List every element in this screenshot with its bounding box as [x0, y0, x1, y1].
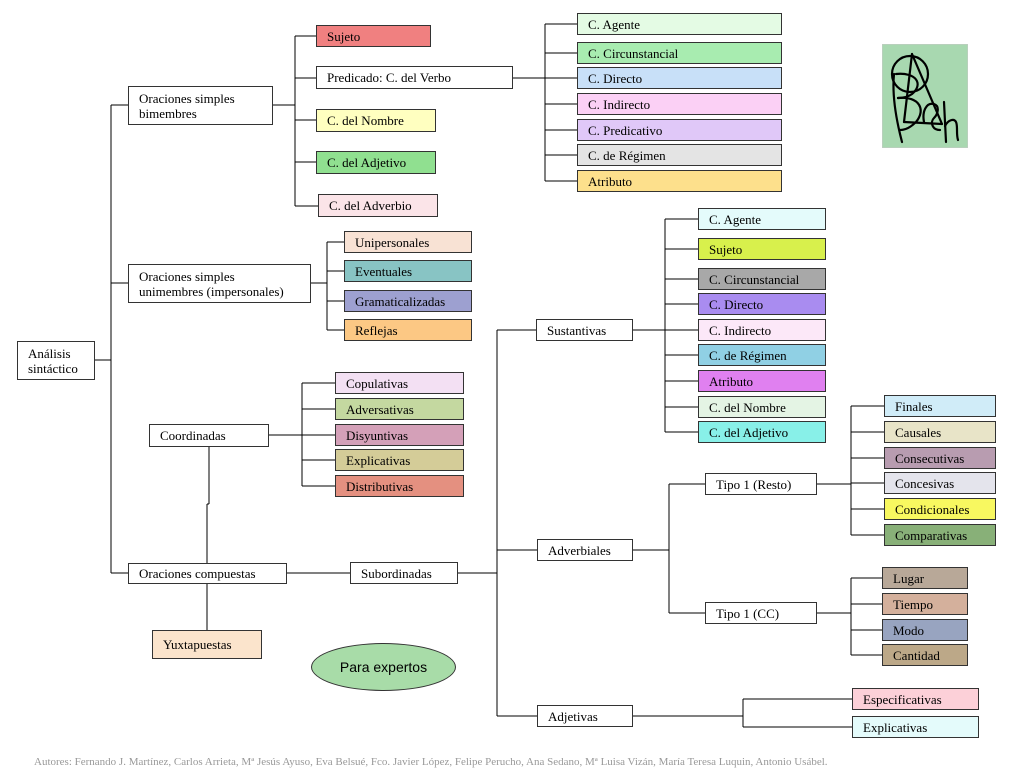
especificativas-node: Especificativas: [852, 688, 979, 710]
verbo-agente-node: C. Agente: [577, 13, 782, 35]
sust-indirecto-node: C. Indirecto: [698, 319, 826, 341]
cantidad-node: Cantidad: [882, 644, 968, 666]
root-node: Análisis sintáctico: [17, 341, 95, 380]
para-expertos-button[interactable]: Para expertos: [311, 643, 456, 691]
lugar-node: Lugar: [882, 567, 968, 589]
sust-adjetivo-node: C. del Adjetivo: [698, 421, 826, 443]
compuestas-node: Oraciones compuestas: [128, 563, 287, 584]
sujeto-node: Sujeto: [316, 25, 431, 47]
eventuales-node: Eventuales: [344, 260, 472, 282]
tiempo-node: Tiempo: [882, 593, 968, 615]
verbo-atributo-node: Atributo: [577, 170, 782, 192]
finales-node: Finales: [884, 395, 996, 417]
c-adjetivo-node: C. del Adjetivo: [316, 151, 436, 174]
sust-agente-node: C. Agente: [698, 208, 826, 230]
adversativas-node: Adversativas: [335, 398, 464, 420]
simples-bimembres-node: Oraciones simples bimembres: [128, 86, 273, 125]
sust-circunstancial-node: C. Circunstancial: [698, 268, 826, 290]
verbo-predicativo-node: C. Predicativo: [577, 119, 782, 141]
condicionales-node: Condicionales: [884, 498, 996, 520]
c-nombre-node: C. del Nombre: [316, 109, 436, 132]
verbo-indirecto-node: C. Indirecto: [577, 93, 782, 115]
unipersonales-node: Unipersonales: [344, 231, 472, 253]
copulativas-node: Copulativas: [335, 372, 464, 394]
gramaticalizadas-node: Gramaticalizadas: [344, 290, 472, 312]
predicado-node: Predicado: C. del Verbo: [316, 66, 513, 89]
authors-credit: Autores: Fernando J. Martínez, Carlos Ar…: [34, 756, 828, 768]
adverbiales-node: Adverbiales: [537, 539, 633, 561]
explicativas-adj-node: Explicativas: [852, 716, 979, 738]
subordinadas-node: Subordinadas: [350, 562, 458, 584]
yuxtapuestas-node: Yuxtapuestas: [152, 630, 262, 659]
sust-nombre-node: C. del Nombre: [698, 396, 826, 418]
sust-directo-node: C. Directo: [698, 293, 826, 315]
tipo1-resto-node: Tipo 1 (Resto): [705, 473, 817, 495]
adjetivas-node: Adjetivas: [537, 705, 633, 727]
causales-node: Causales: [884, 421, 996, 443]
sust-regimen-node: C. de Régimen: [698, 344, 826, 366]
verbo-regimen-node: C. de Régimen: [577, 144, 782, 166]
comparativas-node: Comparativas: [884, 524, 996, 546]
verbo-directo-node: C. Directo: [577, 67, 782, 89]
sust-sujeto-node: Sujeto: [698, 238, 826, 260]
logo-image: [881, 43, 969, 149]
distributivas-node: Distributivas: [335, 475, 464, 497]
sust-atributo-node: Atributo: [698, 370, 826, 392]
disyuntivas-node: Disyuntivas: [335, 424, 464, 446]
verbo-circunstancial-node: C. Circunstancial: [577, 42, 782, 64]
reflejas-node: Reflejas: [344, 319, 472, 341]
consecutivas-node: Consecutivas: [884, 447, 996, 469]
simples-unimembres-node: Oraciones simples unimembres (impersonal…: [128, 264, 311, 303]
concesivas-node: Concesivas: [884, 472, 996, 494]
tipo1-cc-node: Tipo 1 (CC): [705, 602, 817, 624]
c-adverbio-node: C. del Adverbio: [318, 194, 438, 217]
modo-node: Modo: [882, 619, 968, 641]
sustantivas-node: Sustantivas: [536, 319, 633, 341]
coordinadas-node: Coordinadas: [149, 424, 269, 447]
explicativas-node: Explicativas: [335, 449, 464, 471]
